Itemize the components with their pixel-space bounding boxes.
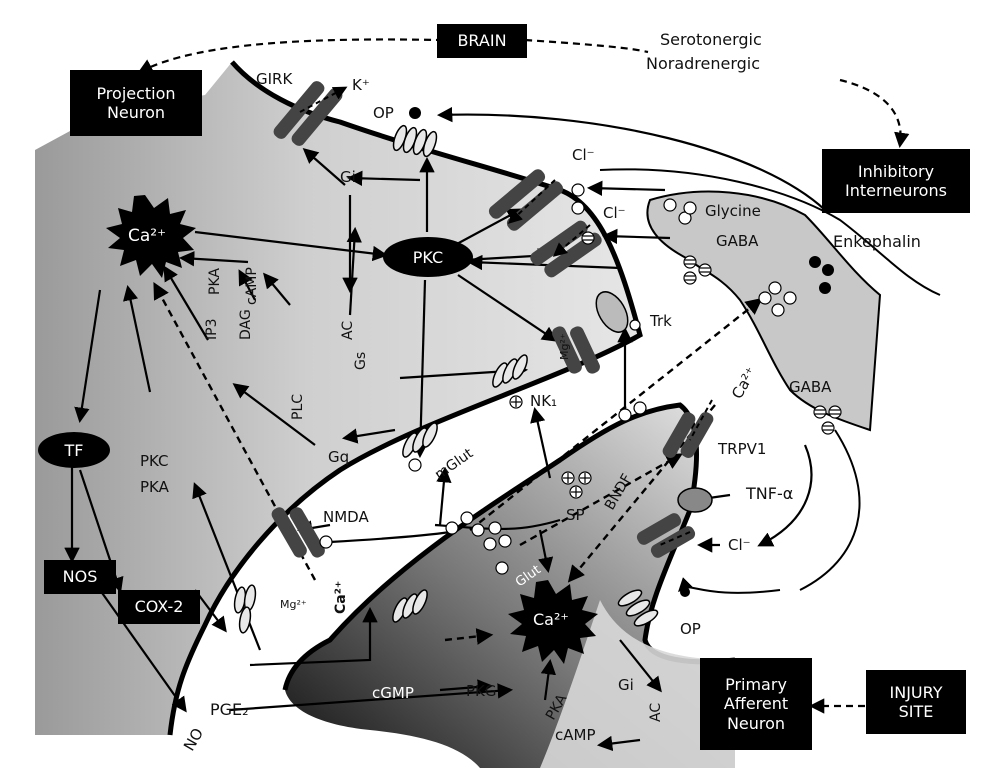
- afferent-light-region: [540, 600, 735, 768]
- primary-afferent-neuron-label: Primary Afferent Neuron: [723, 675, 789, 733]
- gq-label: Gq: [328, 448, 350, 466]
- nk1-label: NK₁: [530, 392, 558, 410]
- gi-top-label: Gi: [340, 168, 356, 186]
- trk-receptor: [595, 291, 629, 333]
- ac-bottom-label: AC: [648, 702, 664, 722]
- calcium-burst-bottom: [508, 580, 598, 664]
- projection-neuron-membrane: [167, 60, 643, 736]
- nmda-channel: [271, 507, 325, 558]
- cgmp-label: cGMP: [372, 684, 414, 702]
- brain-box: BRAIN: [437, 24, 527, 58]
- opioid-receptor-top: [392, 124, 438, 158]
- sp-label: SP: [566, 506, 585, 524]
- vesicles: [319, 183, 797, 575]
- op-top-label: OP: [373, 104, 394, 122]
- nk1-receptor: [492, 354, 528, 388]
- tnf-receptor: [677, 487, 713, 513]
- cl-mid-label: Cl⁻: [603, 204, 626, 222]
- mg-bottom-label: Mg²⁺: [280, 598, 307, 611]
- girk-label: GIRK: [256, 70, 293, 88]
- primary-afferent-membrane: [282, 402, 736, 691]
- calcium-burst-left: [106, 195, 196, 278]
- ca-nmda-label: Ca²⁺: [333, 580, 349, 614]
- pka-side-label: PKA: [140, 478, 169, 496]
- nmda-channel-mg: [552, 326, 600, 374]
- trk-label: Trk: [650, 312, 672, 330]
- projection-neuron-box: Projection Neuron: [70, 70, 202, 136]
- calcium-bottom-label: Ca²⁺: [533, 610, 569, 629]
- ip3-label: IP3: [204, 318, 220, 340]
- girk-channel: [273, 81, 343, 146]
- pge2-label: PGE₂: [210, 700, 249, 719]
- gi-bottom-label: Gi: [618, 676, 634, 694]
- op-bottom-label: OP: [680, 620, 701, 638]
- pkc-oval: PKC: [383, 237, 473, 277]
- chloride-channel-bottom: [636, 513, 696, 558]
- interneuron-process: [599, 168, 941, 296]
- k-plus-label: K⁺: [352, 76, 370, 94]
- projection-neuron-label: Projection Neuron: [96, 83, 176, 122]
- pkc-side-label: PKC: [140, 452, 169, 470]
- mglut-receptor: [402, 422, 438, 458]
- dag-label: DAG: [238, 309, 254, 340]
- gs-label: Gs: [353, 351, 369, 370]
- calcium-left-label: Ca²⁺: [128, 226, 167, 246]
- camp-bottom-label: cAMP: [555, 726, 596, 744]
- tf-label: TF: [64, 440, 84, 460]
- trpv1-channel: [662, 412, 714, 458]
- striped-vesicles: [509, 231, 842, 499]
- prostanoid-receptor: [392, 589, 428, 623]
- camp-top-label: cAMP: [244, 267, 260, 305]
- cl-top-label: Cl⁻: [572, 146, 595, 164]
- opioid-receptor-bottom: [617, 589, 659, 627]
- pkg-label: PKG: [466, 682, 497, 700]
- mg-channel-label: Mg²⁺: [558, 333, 571, 360]
- nos-box: NOS: [44, 560, 116, 594]
- inhibitory-interneurons-box: Inhibitory Interneurons: [822, 149, 970, 213]
- pkc-label: PKC: [412, 247, 444, 267]
- inhibitory-interneuron-body: [646, 190, 882, 432]
- ac-top-label: AC: [340, 320, 356, 340]
- injury-site-box: INJURY SITE: [866, 670, 966, 734]
- nos-label: NOS: [62, 567, 98, 587]
- gaba-right-label: GABA: [789, 378, 832, 396]
- gaba-top-label: GABA: [716, 232, 759, 250]
- injury-site-label: INJURY SITE: [889, 682, 943, 721]
- cox2-label: COX-2: [134, 597, 184, 617]
- cl-bottom-label: Cl⁻: [728, 536, 751, 554]
- brain-label: BRAIN: [457, 31, 507, 51]
- noradrenergic-label: Noradrenergic: [646, 54, 761, 73]
- enkephalin-label: Enkephalin: [833, 232, 921, 251]
- glycine-label: Glycine: [705, 202, 761, 220]
- plc-label: PLC: [290, 393, 306, 420]
- primary-afferent-neuron-box: Primary Afferent Neuron: [700, 658, 812, 750]
- pge2-receptor: [233, 584, 257, 634]
- trpv1-label: TRPV1: [718, 440, 767, 458]
- serotonergic-label: Serotonergic: [660, 30, 762, 49]
- nmda-label: NMDA: [323, 508, 369, 526]
- enkephalin-vesicles: [409, 107, 834, 597]
- tf-oval: TF: [38, 432, 110, 468]
- pka-top-label: PKA: [207, 268, 223, 295]
- cox2-box: COX-2: [118, 590, 200, 624]
- inhibitory-interneurons-label: Inhibitory Interneurons: [845, 161, 947, 200]
- tnf-alpha-label: TNF-α: [746, 484, 794, 503]
